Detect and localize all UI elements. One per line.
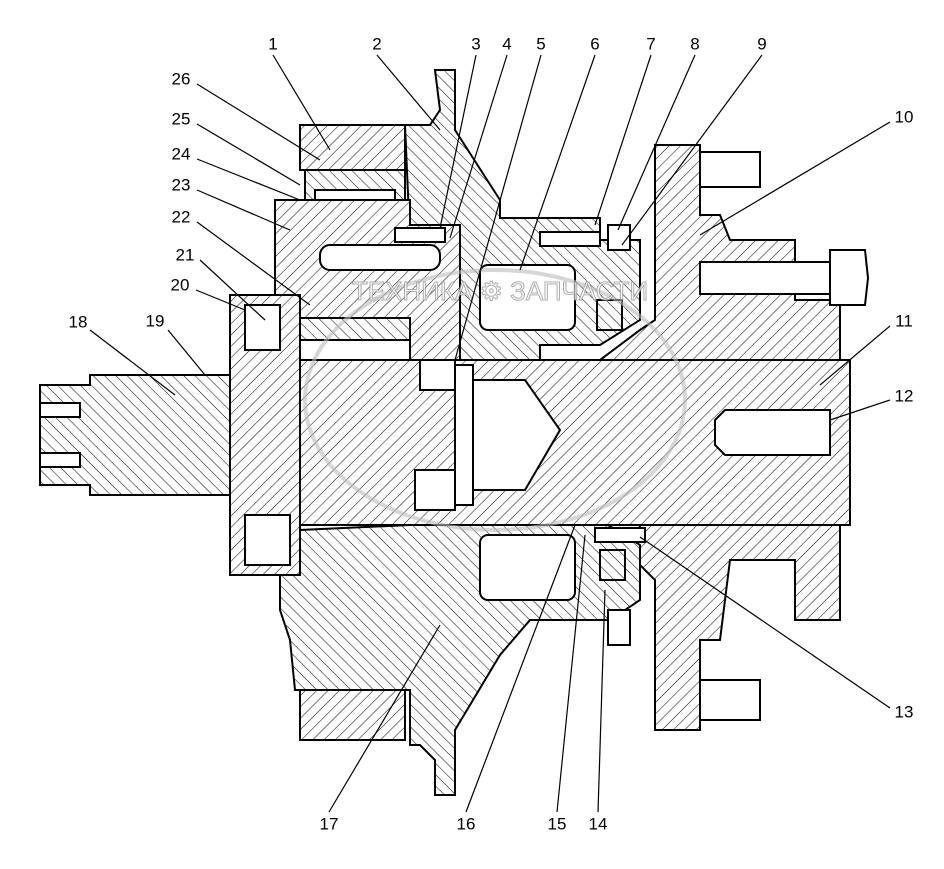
callout-11: 11: [895, 311, 913, 330]
callout-17: 17: [320, 814, 339, 833]
seal-upper: [596, 299, 623, 331]
callout-7: 7: [646, 34, 655, 53]
ring-gear-bottom: [299, 689, 406, 741]
pin-13: [594, 527, 646, 543]
stud-bolt-upper: [699, 151, 761, 188]
shaft-bore-upper: [39, 402, 81, 418]
callout-4: 4: [502, 34, 511, 53]
callout-23: 23: [172, 175, 191, 194]
input-shaft: [39, 374, 231, 496]
screw-4: [394, 227, 446, 243]
bolt-9: [607, 224, 631, 251]
leader-lines: [89, 54, 891, 813]
planet-pin: [319, 244, 441, 271]
bearing-left-lower: [244, 514, 291, 566]
callout-9: 9: [757, 34, 766, 53]
wheel-stud: [699, 261, 831, 295]
wheel-nut: [829, 249, 870, 306]
screw-7: [539, 231, 601, 247]
flange-housing-upper: [597, 144, 841, 361]
nut-upper: [419, 359, 456, 391]
callout-25: 25: [172, 109, 191, 128]
callout-1: 1: [268, 34, 277, 53]
threaded-hole: [714, 409, 831, 456]
callout-12: 12: [895, 386, 914, 405]
shaft-bore-lower: [39, 452, 81, 468]
callout-19: 19: [146, 311, 165, 330]
callout-22: 22: [172, 207, 191, 226]
thrust-washer: [454, 364, 474, 506]
callout-15: 15: [548, 814, 567, 833]
callout-labels: 1 2 3 4 5 6 7 8 9 10 11 12 13 14 15 16 1…: [69, 34, 914, 833]
bearing-left-upper: [244, 304, 281, 351]
ring-gear-top: [299, 124, 406, 171]
sun-gear: [299, 317, 411, 341]
callout-2: 2: [372, 34, 381, 53]
callout-6: 6: [590, 34, 599, 53]
callout-21: 21: [176, 245, 195, 264]
callout-24: 24: [172, 144, 191, 163]
callout-3: 3: [471, 34, 480, 53]
carrier-lower: [279, 519, 641, 796]
callout-8: 8: [690, 34, 699, 53]
flange-housing-lower: [633, 524, 841, 731]
callout-20: 20: [171, 275, 190, 294]
seal-lower: [599, 549, 626, 581]
callout-16: 16: [457, 814, 476, 833]
callout-5: 5: [536, 34, 545, 53]
stud-bolt-lower: [699, 679, 761, 721]
tapered-bearing-lower: [479, 534, 576, 601]
bolt-14: [607, 609, 631, 646]
callout-26: 26: [172, 69, 191, 88]
callout-18: 18: [69, 312, 88, 331]
watermark-logo: ТЕХНИКА ⚙ ЗАПЧАСТИ: [303, 268, 687, 532]
callout-10: 10: [895, 107, 914, 126]
callout-13: 13: [895, 702, 914, 721]
svg-text:ТЕХНИКА ⚙ ЗАПЧАСТИ: ТЕХНИКА ⚙ ЗАПЧАСТИ: [352, 276, 648, 306]
callout-14: 14: [589, 814, 608, 833]
nut-lower: [414, 469, 456, 511]
tapered-bearing-upper: [479, 264, 576, 331]
